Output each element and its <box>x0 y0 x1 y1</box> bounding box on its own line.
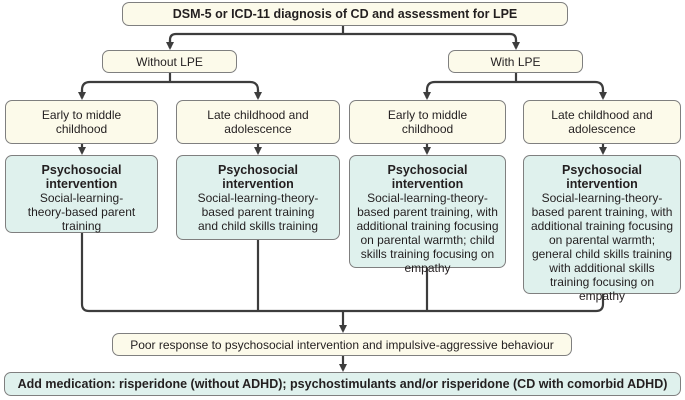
psychosocial-body: Social-learning-theory-based parent trai… <box>530 191 674 303</box>
diagnosis-text: DSM-5 or ICD-11 diagnosis of CD and asse… <box>172 7 518 21</box>
age-box-with-late: Late childhood and adolescence <box>523 100 681 144</box>
age-label: Early to middle childhood <box>387 108 468 136</box>
psychosocial-box-without-early: Psychosocial intervention Social-learnin… <box>5 155 158 233</box>
psychosocial-body: Social-learning-theory-based parent trai… <box>27 191 136 233</box>
medication-box: Add medication: risperidone (without ADH… <box>4 372 681 396</box>
psychosocial-box-with-late: Psychosocial intervention Social-learnin… <box>523 155 681 303</box>
psychosocial-body: Social-learning-theory-based parent trai… <box>197 191 319 233</box>
poor-response-text: Poor response to psychosocial interventi… <box>130 337 554 352</box>
without-lpe-label: Without LPE <box>136 54 203 69</box>
with-lpe-label: With LPE <box>490 54 541 69</box>
age-box-without-late: Late childhood and adolescence <box>176 100 340 144</box>
psychosocial-box-with-early: Psychosocial intervention Social-learnin… <box>349 155 506 275</box>
with-lpe-box: With LPE <box>448 50 583 73</box>
psychosocial-body: Social-learning-theory-based parent trai… <box>356 191 499 275</box>
psychosocial-box-without-late: Psychosocial intervention Social-learnin… <box>176 155 340 240</box>
psychosocial-heading: Psychosocial intervention <box>41 163 122 191</box>
diagnosis-box: DSM-5 or ICD-11 diagnosis of CD and asse… <box>122 2 568 26</box>
without-lpe-box: Without LPE <box>102 50 237 73</box>
psychosocial-heading: Psychosocial intervention <box>387 163 468 191</box>
age-label: Late childhood and adolescence <box>207 108 309 136</box>
medication-text: Add medication: risperidone (without ADH… <box>17 377 668 391</box>
psychosocial-heading: Psychosocial intervention <box>562 163 642 191</box>
age-label: Late childhood and adolescence <box>551 108 653 136</box>
age-box-without-early: Early to middle childhood <box>5 100 158 144</box>
poor-response-box: Poor response to psychosocial interventi… <box>112 333 572 356</box>
age-label: Early to middle childhood <box>41 108 122 136</box>
psychosocial-heading: Psychosocial intervention <box>218 163 298 191</box>
age-box-with-early: Early to middle childhood <box>349 100 506 144</box>
